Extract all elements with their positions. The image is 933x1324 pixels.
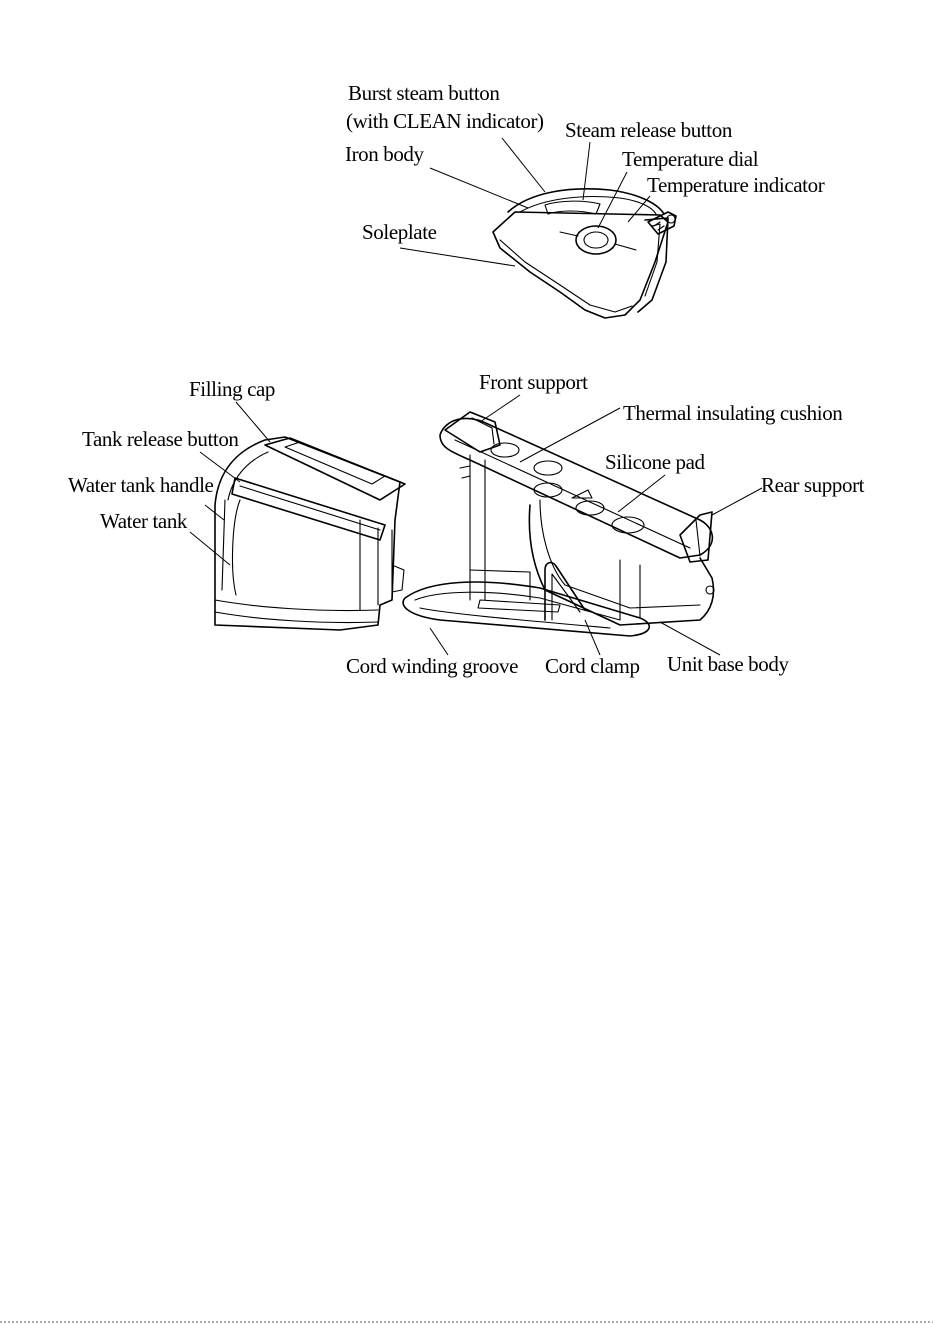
leader-iron-body: [430, 168, 528, 208]
leader-soleplate: [400, 248, 515, 266]
label-burst-steam-button: Burst steam button: [348, 81, 500, 105]
label-cord-clamp: Cord clamp: [545, 654, 640, 678]
leader-cord-clamp: [585, 620, 600, 655]
water-tank-illustration: [215, 437, 405, 630]
label-front-support: Front support: [479, 370, 588, 394]
label-cord-winding-groove: Cord winding groove: [346, 654, 518, 678]
label-rear-support: Rear support: [761, 473, 865, 497]
iron-illustration: [493, 189, 676, 318]
leader-front-support: [480, 395, 520, 422]
label-temperature-indicator: Temperature indicator: [647, 173, 825, 197]
label-iron-body: Iron body: [345, 142, 425, 166]
leader-unit-base-body: [660, 622, 720, 655]
label-water-tank-handle: Water tank handle: [68, 473, 214, 497]
label-steam-release-button: Steam release button: [565, 118, 733, 142]
label-silicone-pad: Silicone pad: [605, 450, 705, 474]
leader-silicone-pad: [618, 475, 665, 512]
label-thermal-insulating-cushion: Thermal insulating cushion: [623, 401, 843, 425]
label-filling-cap: Filling cap: [189, 377, 275, 401]
leader-filling-cap: [236, 402, 270, 442]
leader-cord-winding-groove: [430, 628, 448, 655]
label-temperature-dial: Temperature dial: [622, 147, 759, 171]
label-unit-base-body: Unit base body: [667, 652, 789, 676]
labels: Burst steam button (with CLEAN indicator…: [68, 81, 865, 678]
leader-burst-steam: [502, 138, 545, 192]
leader-steam-release: [583, 142, 590, 200]
label-water-tank: Water tank: [100, 509, 188, 533]
base-unit-illustration: [403, 412, 714, 636]
leader-temperature-dial: [598, 172, 627, 228]
label-tank-release-button: Tank release button: [82, 427, 239, 451]
label-clean-indicator: (with CLEAN indicator): [346, 109, 544, 133]
leader-rear-support: [712, 488, 762, 515]
label-soleplate: Soleplate: [362, 220, 437, 244]
